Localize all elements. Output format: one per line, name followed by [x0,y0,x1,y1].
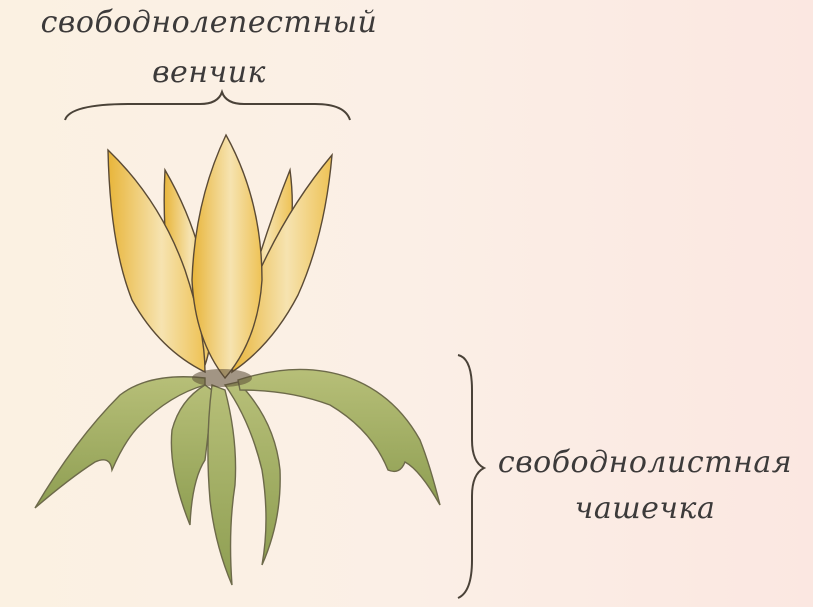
calyx-label-second-line: чашечка [485,494,805,524]
flower-receptacle [192,369,252,387]
calyx-label: свободнолистная [485,448,805,478]
sepal-inner-left [171,385,212,525]
corolla-brace [65,92,350,120]
petals [108,135,332,378]
sepals [35,369,440,585]
sepal-center [208,385,236,585]
calyx-brace [458,355,484,598]
corolla-label: свободнолепестный [34,8,384,38]
corolla-label-second-line: венчик [34,58,384,88]
